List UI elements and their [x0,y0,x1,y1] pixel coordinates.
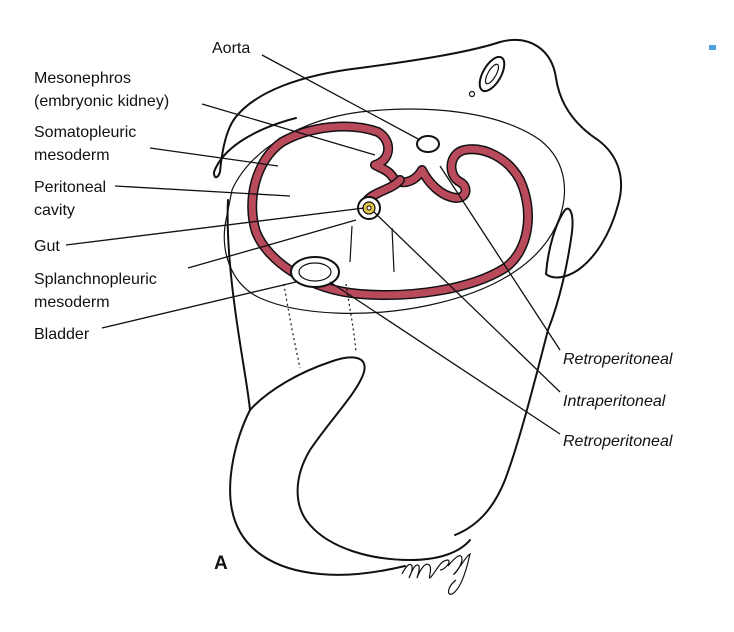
leader-peritoneal-cavity [114,185,291,197]
leader-retro-1 [439,165,561,351]
leader-mesonephros [201,103,376,156]
embryo-back-outline [234,38,623,279]
artist-signature [401,552,471,595]
left-shoulder-outline [213,117,236,179]
internal-lines [283,225,395,369]
leader-gut [65,207,365,246]
peritoneum-fill [248,123,532,299]
gut-core [366,205,372,211]
embryo-outline [213,38,623,576]
label-gut: Gut [34,238,60,255]
label-mesonephros-line2: (embryonic kidney) [34,93,169,110]
left-body-outline [226,199,251,411]
label-retroperitoneal-1: Retroperitoneal [563,351,673,368]
neural-tube [468,55,506,98]
label-peritoneal-line1: Peritoneal [34,179,106,196]
tail-outline [249,356,471,561]
section-plane-outline [223,108,566,314]
leader-bladder [101,281,297,329]
bladder-shape [290,256,340,288]
label-somatopleuric-line1: Somatopleuric [34,124,136,141]
label-intraperitoneal: Intraperitoneal [563,393,666,410]
dotted-line-1 [283,283,301,369]
leader-somatopleuric [149,147,279,167]
leader-splanchnopleuric [187,219,357,269]
neural-tube-inner [484,63,500,85]
label-splanchnopleuric-line1: Splanchnopleuric [34,271,157,288]
label-mesonephros-line1: Mesonephros [34,70,131,87]
internal-line-1 [349,225,353,263]
tail-inner-outline [229,409,406,576]
panel-letter: A [214,553,228,574]
label-retroperitoneal-2: Retroperitoneal [563,433,673,450]
label-aorta: Aorta [212,40,250,57]
aorta-shape [416,135,440,153]
neural-tube-outer [478,55,506,93]
gut-shape [357,196,381,220]
notochord-dot [468,90,476,98]
leader-lines [65,54,561,435]
bladder-inner [298,262,332,282]
internal-line-2 [391,227,395,273]
label-splanchnopleuric-line2: mesoderm [34,294,110,311]
leader-retro-2 [329,281,561,435]
peritoneum-lining [247,121,533,300]
labels: Aorta Mesonephros (embryonic kidney) Som… [34,40,673,574]
label-somatopleuric-line2: mesoderm [34,147,110,164]
leader-intra [373,211,561,393]
left-notch-outline [213,117,297,173]
leader-aorta [261,54,421,141]
label-bladder: Bladder [34,326,90,343]
corner-mark [709,45,716,50]
right-fold-outline [454,207,574,536]
label-peritoneal-line2: cavity [34,202,75,219]
dotted-line-2 [345,283,357,353]
